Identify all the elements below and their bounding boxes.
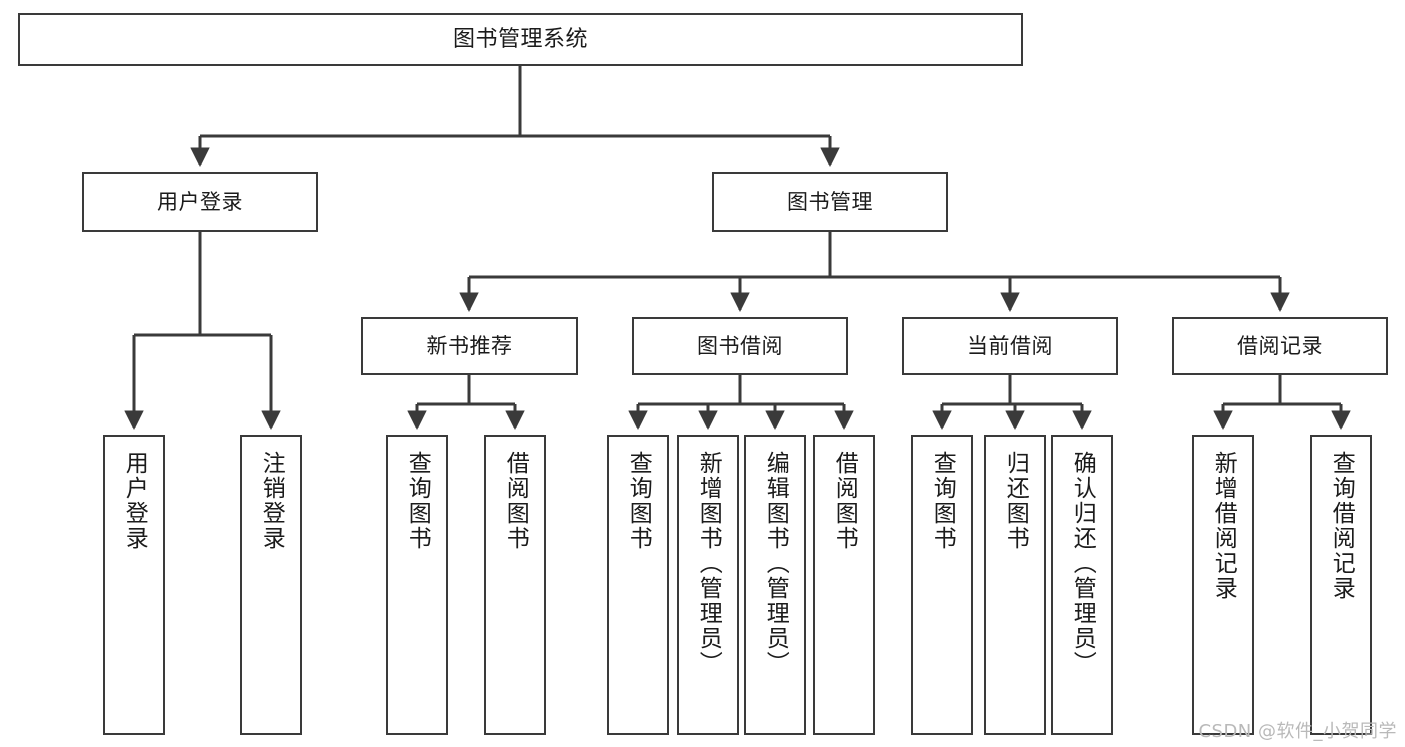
node-label: 用户登录 [157,189,243,214]
node-label: 归还图书 [1002,451,1029,551]
node-book-borrow[interactable]: 图书借阅 [632,317,848,375]
leaf-query-borrow-record[interactable]: 查询借阅记录 [1310,435,1372,735]
leaf-return-book[interactable]: 归还图书 [984,435,1046,735]
node-label: 图书管理系统 [452,26,588,52]
node-label: 新增借阅记录 [1210,451,1237,601]
node-label: 确认归还（管理员） [1069,451,1096,676]
leaf-query-book-newbook[interactable]: 查询图书 [386,435,448,735]
node-label: 当前借阅 [967,333,1053,358]
node-label: 查询借阅记录 [1328,451,1355,601]
node-label: 用户登录 [121,451,148,551]
leaf-query-book-borrow[interactable]: 查询图书 [607,435,669,735]
leaf-query-book-current[interactable]: 查询图书 [911,435,973,735]
node-label: 编辑图书（管理员） [762,451,789,676]
node-book-management[interactable]: 图书管理 [712,172,948,232]
leaf-user-login[interactable]: 用户登录 [103,435,165,735]
node-user-login[interactable]: 用户登录 [82,172,318,232]
leaf-add-borrow-record[interactable]: 新增借阅记录 [1192,435,1254,735]
leaf-confirm-return-admin[interactable]: 确认归还（管理员） [1051,435,1113,735]
leaf-edit-book-admin[interactable]: 编辑图书（管理员） [744,435,806,735]
node-label: 图书借阅 [697,333,783,358]
node-label: 注销登录 [258,451,285,551]
node-label: 借阅图书 [502,451,529,551]
node-label: 查询图书 [404,451,431,551]
leaf-borrow-book-newbook[interactable]: 借阅图书 [484,435,546,735]
node-label: 借阅图书 [831,451,858,551]
node-label: 新书推荐 [426,333,513,358]
node-label: 查询图书 [929,451,956,551]
leaf-logout[interactable]: 注销登录 [240,435,302,735]
node-label: 借阅记录 [1237,333,1323,358]
node-label: 新增图书（管理员） [695,451,722,676]
node-new-book-recommend[interactable]: 新书推荐 [361,317,578,375]
node-label: 查询图书 [625,451,652,551]
node-borrow-record[interactable]: 借阅记录 [1172,317,1388,375]
node-label: 图书管理 [787,189,873,214]
leaf-add-book-admin[interactable]: 新增图书（管理员） [677,435,739,735]
leaf-borrow-book[interactable]: 借阅图书 [813,435,875,735]
node-book-management-system[interactable]: 图书管理系统 [18,13,1023,66]
node-current-borrow[interactable]: 当前借阅 [902,317,1118,375]
watermark: CSDN @软件_小贺同学 [1198,721,1397,742]
